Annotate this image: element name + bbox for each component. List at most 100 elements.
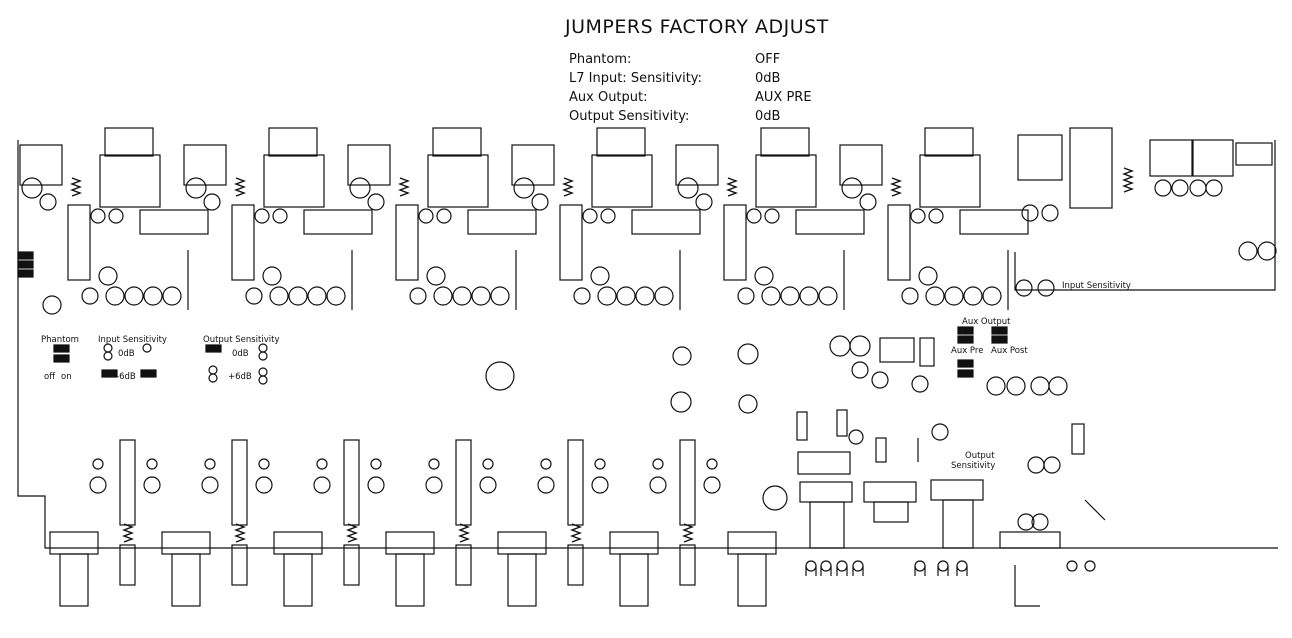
- capacitor-circle: [98, 266, 118, 286]
- label-aux-pre: Aux Pre: [951, 346, 984, 356]
- setting-label-aux-output: Aux Output:: [569, 90, 648, 105]
- spring-icon: [1122, 167, 1134, 193]
- capacitor-circle: [428, 458, 440, 470]
- capacitor-circle: [737, 287, 755, 305]
- capacitor-circle: [108, 208, 124, 224]
- capacitor-circle: [482, 458, 494, 470]
- capacitor-circle: [103, 351, 113, 361]
- jumper-pin: [965, 359, 974, 368]
- pot-body: [795, 209, 865, 235]
- knob-cap: [727, 531, 777, 555]
- capacitor-circle: [737, 343, 759, 365]
- capacitor-circle: [540, 458, 552, 470]
- fader-track: [231, 439, 248, 526]
- capacitor-circle: [1031, 513, 1049, 531]
- capacitor-circle: [764, 208, 780, 224]
- knob-cap: [799, 481, 853, 503]
- jumper-pin: [53, 344, 62, 353]
- capacitor-circle: [208, 373, 218, 383]
- capacitor-circle: [937, 560, 949, 572]
- jack-housing: [591, 154, 653, 208]
- capacitor-circle: [931, 423, 949, 441]
- jumper-pin: [205, 344, 214, 353]
- board-outline: [1014, 140, 1276, 291]
- capacitor-circle: [471, 286, 491, 306]
- capacitor-circle: [591, 476, 609, 494]
- connector-block: [19, 144, 63, 186]
- fader-track: [567, 439, 584, 526]
- capacitor-circle: [367, 476, 385, 494]
- capacitor-circle: [963, 286, 983, 306]
- capacitor-circle: [1205, 179, 1223, 197]
- capacitor-circle: [871, 371, 889, 389]
- jumper-pin: [991, 326, 1000, 335]
- label-right-output-sensitivity: Sensitivity: [951, 461, 996, 471]
- capacitor-circle: [1015, 279, 1033, 297]
- jumper-pin: [991, 335, 1000, 344]
- jack-top: [104, 127, 154, 157]
- capacitor-circle: [1037, 279, 1055, 297]
- jumper-pin: [965, 369, 974, 378]
- capacitor-circle: [513, 177, 535, 199]
- label-input-0db: 0dB: [118, 349, 135, 359]
- spring-icon: [398, 177, 410, 197]
- capacitor-circle: [859, 193, 877, 211]
- knob-shaft: [59, 553, 89, 607]
- spring-icon: [234, 523, 246, 543]
- label-output-sensitivity: Output Sensitivity: [203, 335, 280, 345]
- capacitor-circle: [409, 287, 427, 305]
- capacitor-circle: [799, 286, 819, 306]
- capacitor-circle: [652, 458, 664, 470]
- capacitor-circle: [670, 391, 692, 413]
- pot-body: [467, 209, 537, 235]
- label-aux-output: Aux Output: [962, 317, 1011, 327]
- capacitor-circle: [42, 295, 62, 315]
- label-input-sensitivity: Input Sensitivity: [98, 335, 167, 345]
- capacitor-circle: [425, 476, 443, 494]
- pot-body: [139, 209, 209, 235]
- capacitor-circle: [326, 286, 346, 306]
- capacitor-circle: [703, 476, 721, 494]
- capacitor-circle: [433, 286, 453, 306]
- capacitor-circle: [635, 286, 655, 306]
- capacitor-circle: [103, 343, 113, 353]
- capacitor-circle: [162, 286, 182, 306]
- setting-value-aux-output: AUX PRE: [755, 90, 812, 105]
- capacitor-circle: [146, 458, 158, 470]
- capacitor-circle: [695, 193, 713, 211]
- capacitor-circle: [594, 458, 606, 470]
- capacitor-circle: [597, 286, 617, 306]
- connector-block: [1235, 142, 1273, 166]
- capacitor-circle: [986, 376, 1006, 396]
- capacitor-circle: [258, 367, 268, 377]
- fader-track: [679, 439, 696, 526]
- capacitor-circle: [762, 485, 788, 511]
- jumper-pin: [957, 369, 966, 378]
- capacitor-circle: [848, 429, 864, 445]
- capacitor-circle: [452, 286, 472, 306]
- jack-housing: [1069, 127, 1113, 209]
- spring-icon: [122, 523, 134, 543]
- jack-housing: [263, 154, 325, 208]
- connector-block: [999, 531, 1061, 549]
- setting-value-output-sensitivity: 0dB: [755, 109, 781, 124]
- capacitor-circle: [852, 560, 864, 572]
- knob-shaft: [283, 553, 313, 607]
- jack-housing: [427, 154, 489, 208]
- connector-block: [347, 144, 391, 186]
- jumper-pin: [61, 354, 70, 363]
- capacitor-circle: [1006, 376, 1026, 396]
- capacitor-circle: [1030, 376, 1050, 396]
- capacitor-circle: [911, 375, 929, 393]
- capacitor-circle: [142, 343, 152, 353]
- capacitor-circle: [288, 286, 308, 306]
- capacitor-circle: [780, 286, 800, 306]
- jack-top: [596, 127, 646, 157]
- capacitor-circle: [255, 476, 273, 494]
- capacitor-circle: [124, 286, 144, 306]
- label-aux-post: Aux Post: [991, 346, 1028, 356]
- knob-cap: [273, 531, 323, 555]
- fader-track: [343, 439, 360, 526]
- capacitor-circle: [1043, 456, 1061, 474]
